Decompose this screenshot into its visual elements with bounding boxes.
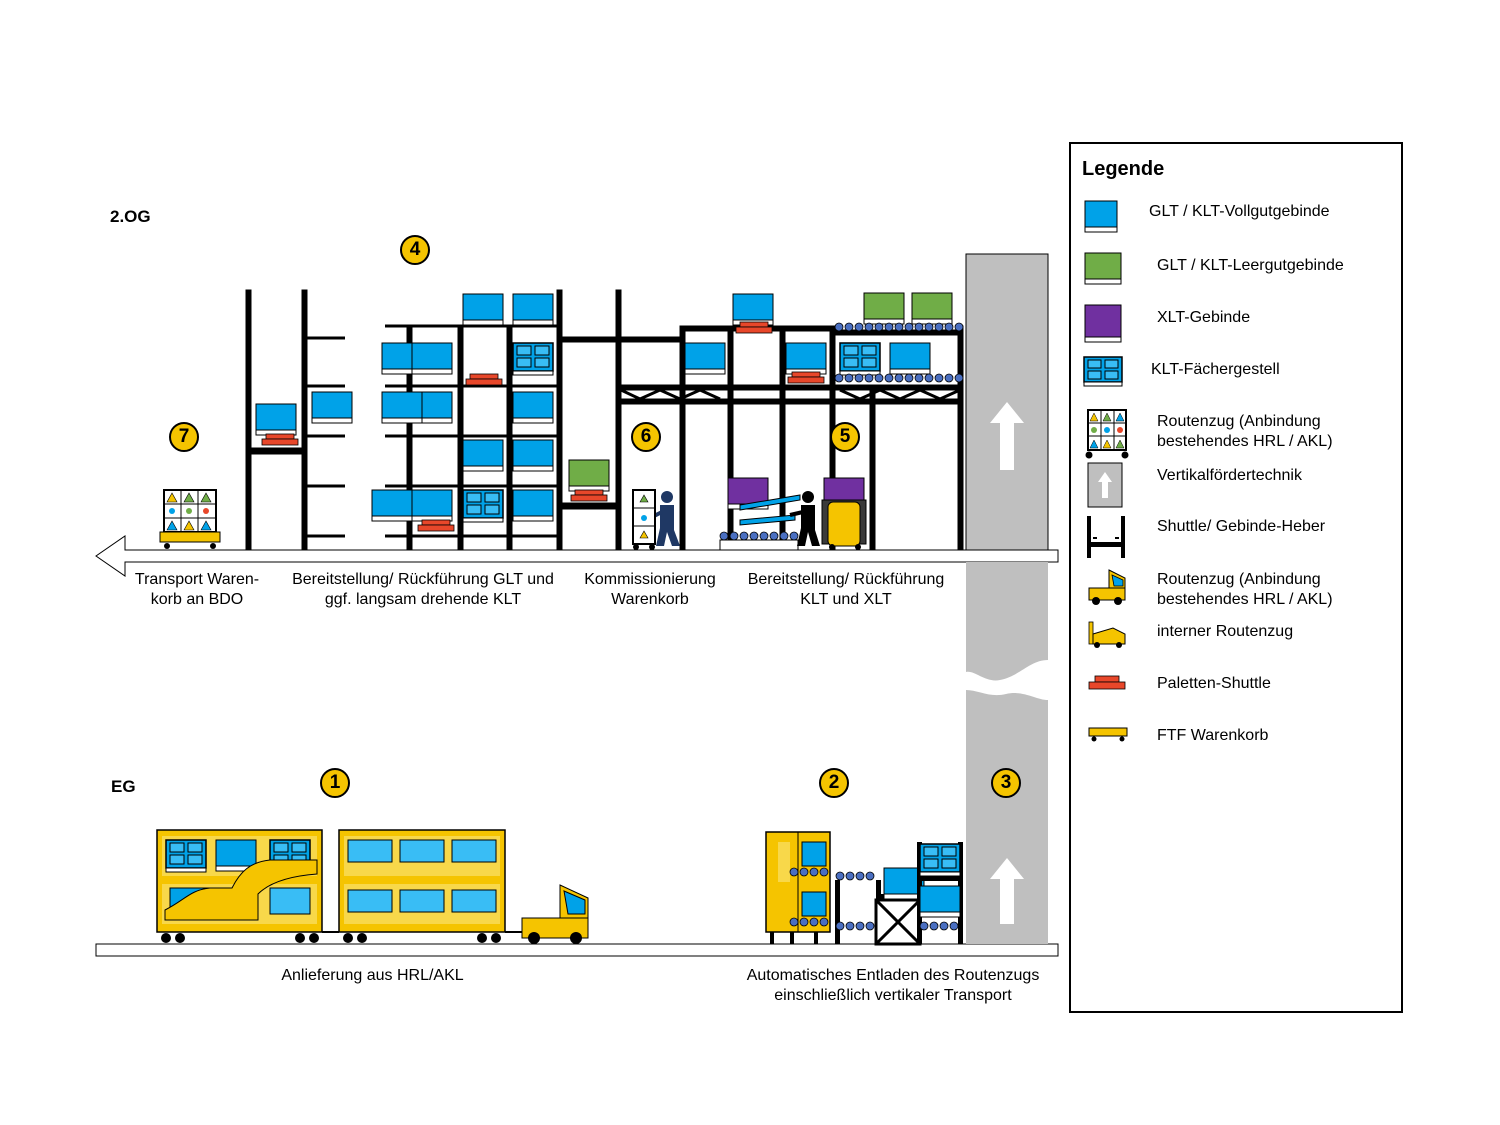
purple-container-icon — [1084, 304, 1122, 343]
station-badge-4: 4 — [400, 235, 430, 265]
agv-basket — [159, 489, 221, 549]
floor-label-upper: 2.OG — [110, 207, 151, 226]
agv-basket-icon — [1088, 727, 1128, 742]
station-badge-7: 7 — [169, 422, 199, 452]
vertical-conveyor-icon — [1087, 462, 1123, 508]
caption-station-7: Transport Waren- korb an BDO — [134, 571, 260, 608]
compartment-rack-icon — [1083, 356, 1123, 387]
legend-label-agv-basket: FTF Warenkorb — [1157, 727, 1269, 744]
legend-label-internal-tugger: interner Routenzug — [1157, 623, 1294, 640]
green-container-icon — [1084, 252, 1122, 285]
pallet-shuttle-icon — [1088, 675, 1126, 690]
legend-box: Legende GLT / KLT-Vollgutgebinde GLT / K… — [1069, 142, 1403, 1013]
upper-floor-flow-arrow — [95, 535, 1059, 577]
caption-station-1: Anlieferung aus HRL/AKL — [281, 967, 464, 984]
vertical-conveyor — [965, 253, 1049, 944]
worker-figure-5 — [789, 491, 820, 546]
internal-tugger-icon — [1088, 621, 1126, 648]
ground-routing-train — [156, 829, 589, 944]
floor-label-ground: EG — [111, 777, 136, 796]
shuttle-lift-icon — [1087, 516, 1125, 558]
xlt-rollers-left — [719, 531, 799, 541]
legend-label-tractor: Routenzug (Anbindung bestehendes HRL / A… — [1157, 571, 1333, 608]
blue-container-icon — [1084, 200, 1118, 233]
station-badge-6: 6 — [631, 422, 661, 452]
legend-label-vertical-conveyor: Vertikalfördertechnik — [1157, 467, 1302, 484]
upper-rack-structure — [245, 289, 622, 551]
picking-cart — [632, 489, 656, 550]
legend-label-full-container: GLT / KLT-Vollgutgebinde — [1149, 203, 1330, 220]
legend-label-shuttle-lift: Shuttle/ Gebinde-Heber — [1157, 518, 1326, 535]
caption-station-5: Bereitstellung/ Rückführung KLT und XLT — [747, 571, 945, 608]
caption-station-6: Kommissionierung Warenkorb — [584, 571, 716, 608]
legend-label-routing-cart: Routenzug (Anbindung bestehendes HRL / A… — [1157, 413, 1333, 450]
station-badge-1: 1 — [320, 768, 350, 798]
tractor-icon — [1088, 569, 1126, 605]
station-badge-5: 5 — [830, 422, 860, 452]
station-badge-2: 2 — [819, 768, 849, 798]
station-badge-3: 3 — [991, 768, 1021, 798]
legend-label-compartment-rack: KLT-Fächergestell — [1151, 361, 1280, 378]
legend-label-xlt: XLT-Gebinde — [1157, 309, 1251, 326]
caption-station-2: Automatisches Entladen des Routenzugs ei… — [746, 967, 1040, 1004]
upper-conveyor-bridge — [561, 325, 964, 551]
legend-label-empty-container: GLT / KLT-Leergutgebinde — [1157, 257, 1344, 274]
ground-floor-line — [95, 943, 1059, 957]
legend-label-pallet-shuttle: Paletten-Shuttle — [1157, 675, 1271, 692]
ground-unloading-station — [765, 831, 963, 946]
routing-cart-icon — [1085, 409, 1129, 459]
legend-title: Legende — [1082, 158, 1165, 180]
caption-station-4: Bereitstellung/ Rückführung GLT und ggf.… — [292, 571, 554, 608]
